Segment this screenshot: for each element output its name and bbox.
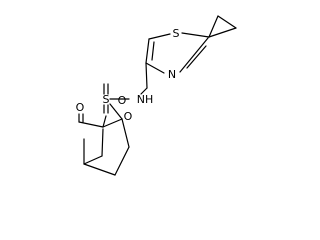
bond-double <box>186 45 207 69</box>
atom-label-oxygen-lower: O <box>124 110 133 123</box>
bond-double <box>151 41 155 61</box>
norbornane-ring <box>78 118 130 176</box>
bond <box>148 33 171 40</box>
bond <box>78 121 104 128</box>
atom-label-oxygen-upper: O <box>118 94 127 107</box>
cyclopropyl-ring <box>208 15 237 38</box>
bond <box>121 118 130 148</box>
bond <box>109 103 123 120</box>
bond <box>83 163 116 176</box>
bond <box>181 32 210 38</box>
bond <box>208 27 237 38</box>
bond <box>102 118 123 128</box>
atom-label-nitrogen-thiazole: N <box>168 68 176 81</box>
bond <box>179 37 209 73</box>
bond <box>102 115 107 128</box>
atom-label-sulfur-thiazole: S <box>173 27 180 40</box>
bond <box>145 38 150 64</box>
bond <box>83 155 103 165</box>
molecule-canvas: S N NH S O O O <box>76 15 237 176</box>
bond <box>208 15 219 38</box>
atom-label-oxygen-ketone: O <box>76 101 85 114</box>
thiazole-ring <box>145 32 210 74</box>
bond <box>145 62 165 74</box>
bond <box>114 146 130 176</box>
atom-label-sulfur-sulfonyl: S <box>103 93 110 106</box>
bond <box>140 87 148 95</box>
bond <box>101 128 104 157</box>
bond <box>145 62 148 89</box>
bond <box>217 15 237 29</box>
atom-label-nh: NH <box>137 93 154 106</box>
structure-diagram: S N NH S O O O <box>76 15 237 176</box>
